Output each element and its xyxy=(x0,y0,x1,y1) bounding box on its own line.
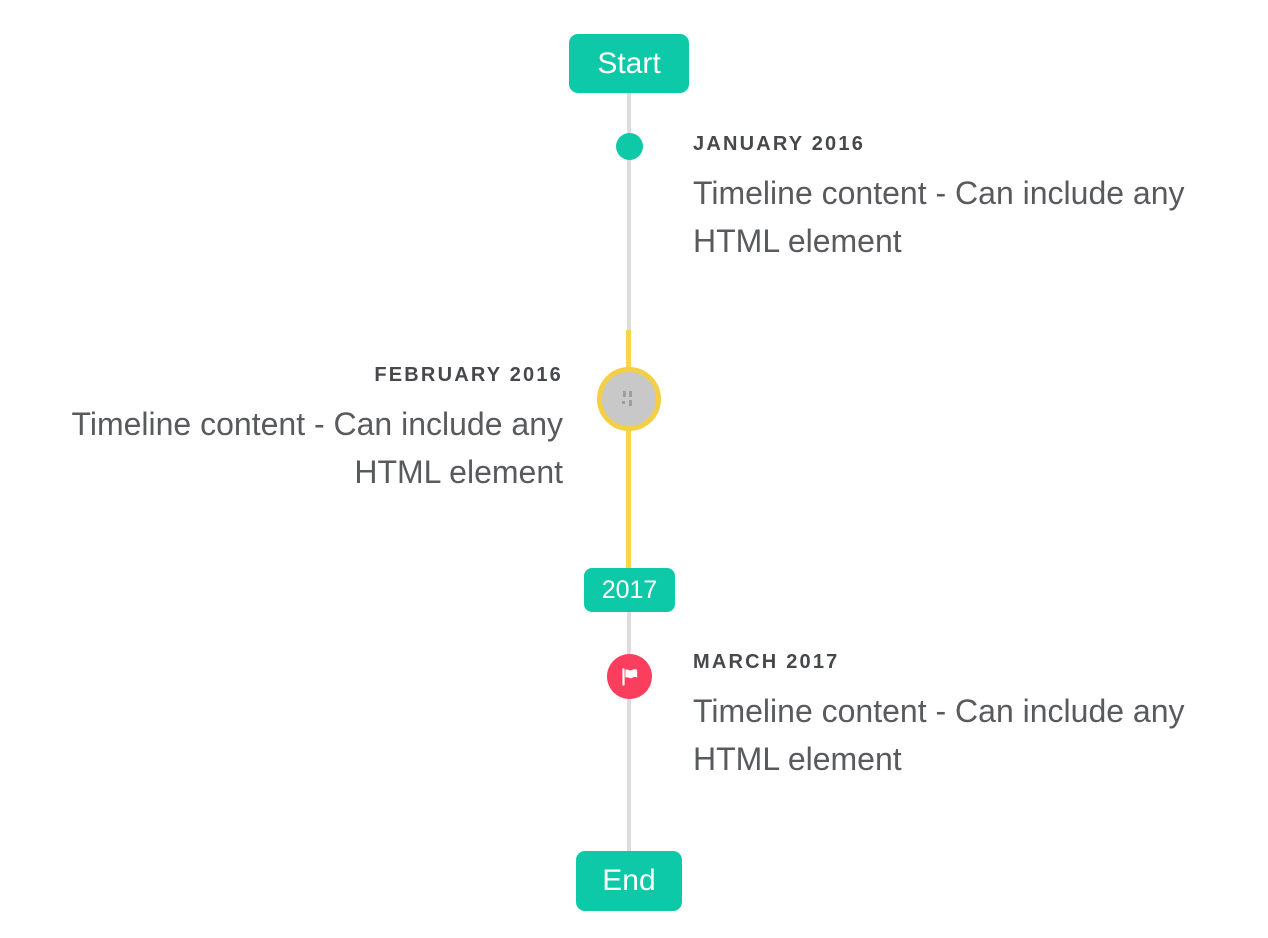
end-button[interactable]: End xyxy=(576,851,682,911)
item-content-february: Timeline content - Can include any HTML … xyxy=(71,406,563,490)
timeline-item-february: FEBRUARY 2016 Timeline content - Can inc… xyxy=(3,364,563,496)
start-button[interactable]: Start xyxy=(569,34,689,93)
item-title-january: JANUARY 2016 xyxy=(693,133,866,155)
item-content-january: Timeline content - Can include any HTML … xyxy=(693,175,1185,259)
timeline-line-lower-gray xyxy=(627,612,631,852)
year-badge-2017: 2017 xyxy=(584,568,675,612)
timeline-item-march: MARCH 2017 Timeline content - Can includ… xyxy=(693,651,1253,783)
february-marker-circle[interactable] xyxy=(597,367,661,431)
item-title-february: FEBRUARY 2016 xyxy=(374,364,563,386)
timeline-line-highlight-yellow xyxy=(626,330,631,568)
march-marker-flag[interactable] xyxy=(607,654,652,699)
timeline-line-upper-gray xyxy=(627,93,631,330)
broken-image-icon xyxy=(618,389,640,409)
january-marker-dot[interactable] xyxy=(616,133,643,160)
flag-icon xyxy=(618,665,642,689)
item-content-march: Timeline content - Can include any HTML … xyxy=(693,693,1185,777)
item-title-march: MARCH 2017 xyxy=(693,651,840,673)
timeline-item-january: JANUARY 2016 Timeline content - Can incl… xyxy=(693,133,1253,265)
